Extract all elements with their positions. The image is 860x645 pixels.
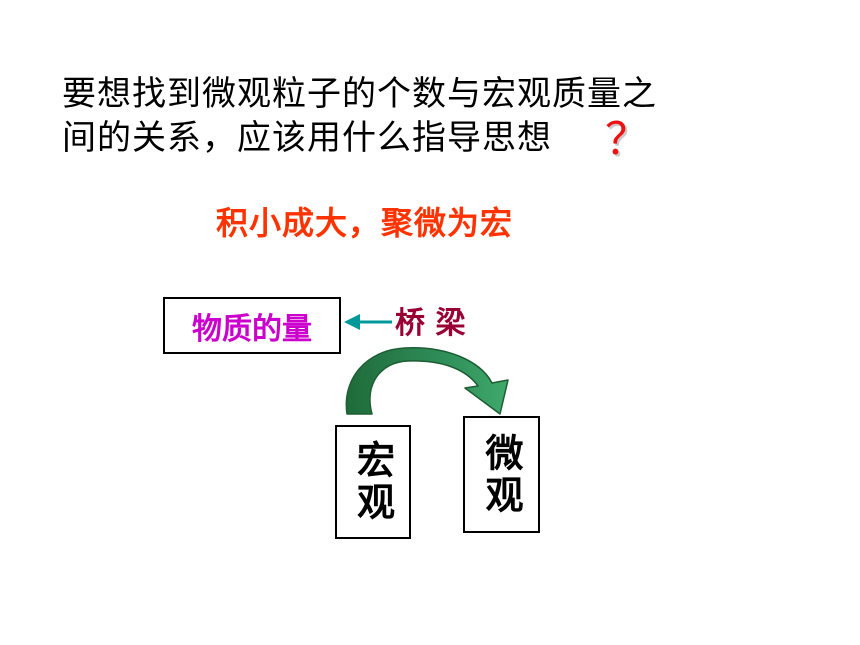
bridge-arrow-head (344, 314, 360, 330)
micro-label: 微观 (479, 432, 523, 517)
curved-arrow (345, 347, 509, 415)
macro-label: 宏观 (350, 440, 395, 524)
amount-of-substance-label: 物质的量 (192, 311, 312, 347)
bridge-label: 桥 梁 (395, 306, 466, 341)
macro-box: 宏观 (335, 425, 411, 539)
question-mark: ？ (605, 114, 649, 165)
question-line-2: 间的关系，应该用什么指导思想 (62, 118, 552, 158)
amount-of-substance-box: 物质的量 (163, 297, 341, 354)
question-line-1: 要想找到微观粒子的个数与宏观质量之 (62, 74, 657, 114)
principle-text: 积小成大，聚微为宏 (216, 204, 514, 242)
micro-box: 微观 (463, 416, 540, 533)
